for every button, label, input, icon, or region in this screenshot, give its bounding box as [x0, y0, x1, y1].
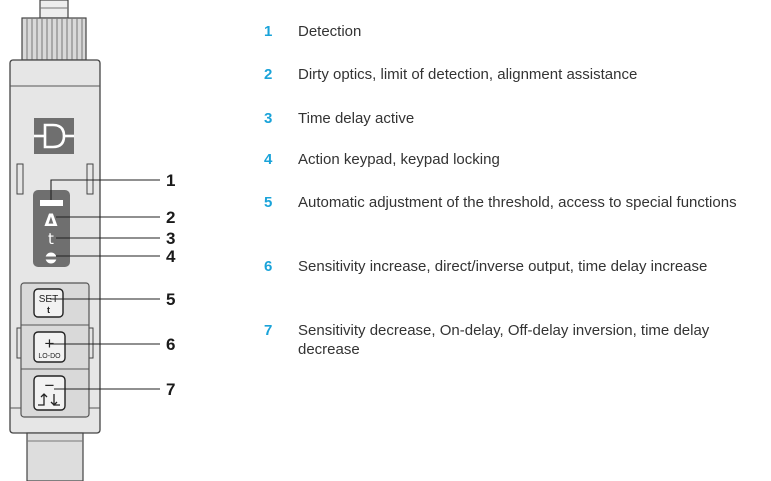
- legend-text: Sensitivity decrease, On-delay, Off-dela…: [298, 322, 710, 358]
- legend-text: Sensitivity increase, direct/inverse out…: [298, 258, 708, 275]
- dirty-optics-icon: Δ: [44, 211, 58, 231]
- detection-led-icon: [40, 200, 63, 206]
- leader-line-1: [50, 179, 160, 200]
- plus-key-label: +: [45, 334, 55, 353]
- legend-item: 4 Action keypad, keypad locking: [264, 150, 764, 169]
- callout-number-1: 1: [166, 171, 175, 190]
- legend-text: Action keypad, keypad locking: [298, 151, 500, 168]
- legend-item: 7 Sensitivity decrease, On-delay, Off-de…: [264, 321, 764, 359]
- display-panel: Δ t: [33, 190, 70, 267]
- legend-text: Dirty optics, limit of detection, alignm…: [298, 66, 638, 83]
- legend-number: 6: [264, 258, 273, 275]
- legend-number: 3: [264, 110, 273, 127]
- plus-key-sublabel: LO-DO: [38, 353, 61, 360]
- minus-key-button[interactable]: −: [33, 375, 66, 411]
- bottom-connector: [26, 432, 84, 481]
- callout-number-3: 3: [166, 229, 175, 248]
- proximity-sensor-logo-icon: [34, 118, 74, 154]
- set-key-button[interactable]: SET t: [33, 288, 64, 318]
- legend-number: 4: [264, 151, 273, 168]
- set-key-label: SET: [39, 294, 58, 305]
- callout-number-2: 2: [166, 208, 175, 227]
- legend-text: Detection: [298, 23, 362, 40]
- legend-item: 2 Dirty optics, limit of detection, alig…: [264, 65, 764, 84]
- legend-number: 7: [264, 322, 273, 339]
- legend-text: Time delay active: [298, 110, 415, 127]
- knurled-nut: [21, 17, 87, 61]
- legend-item: 3 Time delay active: [264, 109, 764, 128]
- callout-number-5: 5: [166, 290, 175, 309]
- minus-key-label: −: [45, 376, 55, 395]
- legend-item: 1 Detection: [264, 22, 764, 41]
- legend-item: 6 Sensitivity increase, direct/inverse o…: [264, 257, 764, 276]
- lock-icon: [45, 252, 57, 264]
- time-delay-icon: t: [48, 230, 54, 248]
- callout-number-6: 6: [166, 335, 175, 354]
- legend-number: 5: [264, 194, 273, 211]
- legend-number: 2: [264, 66, 273, 83]
- legend-text: Automatic adjustment of the threshold, a…: [298, 194, 737, 211]
- on-off-delay-icon: [38, 393, 60, 406]
- plus-key-button[interactable]: + LO-DO: [33, 331, 66, 363]
- legend-item: 5 Automatic adjustment of the threshold,…: [264, 193, 764, 212]
- callout-number-7: 7: [166, 380, 175, 399]
- callout-number-4: 4: [166, 247, 176, 266]
- callout-leaders: [50, 179, 160, 390]
- cable-connector: [39, 0, 69, 19]
- legend-number: 1: [264, 23, 273, 40]
- set-key-sublabel: t: [47, 305, 50, 315]
